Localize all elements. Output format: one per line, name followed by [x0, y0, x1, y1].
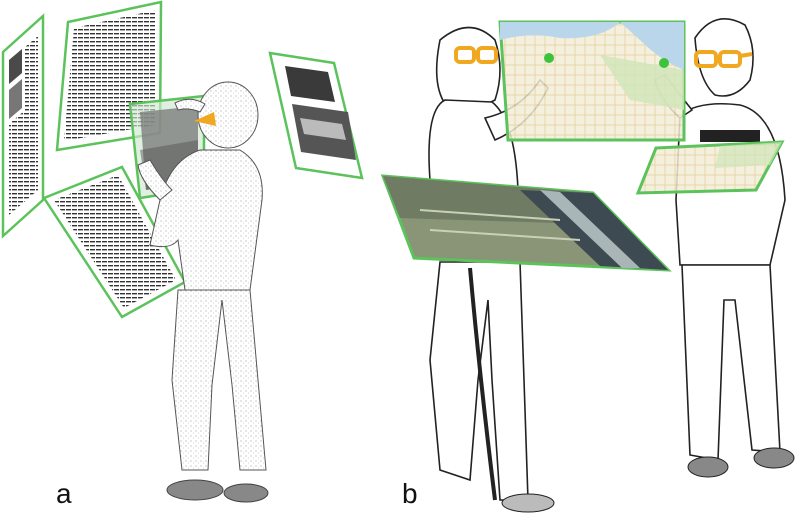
man-shoe-left: [166, 479, 224, 501]
floating-map: [498, 20, 686, 142]
pointer-dot-icon: [544, 53, 554, 63]
floating-map-small: [635, 140, 785, 195]
floating-document-left: [1, 13, 45, 239]
man-b-shoe-right: [753, 447, 795, 469]
floating-document-right: [268, 51, 364, 180]
panel-a: a: [1, 0, 364, 509]
floating-aerial-photo: [380, 174, 672, 272]
panel-label-a: a: [56, 478, 72, 509]
man-b-shoe-left: [687, 456, 729, 478]
glasses-icon: [694, 50, 753, 68]
woman-shoe: [501, 493, 555, 513]
glasses-icon: [454, 46, 498, 64]
shirt-print: [700, 130, 760, 142]
man-figure: [137, 81, 267, 471]
glasses-icon: [194, 112, 216, 126]
panel-b: b: [380, 18, 795, 513]
pointer-dot-icon: [659, 58, 669, 68]
woman-pant-stripe: [468, 267, 497, 501]
panel-label-b: b: [402, 478, 418, 509]
man-shoe-right: [223, 483, 269, 503]
